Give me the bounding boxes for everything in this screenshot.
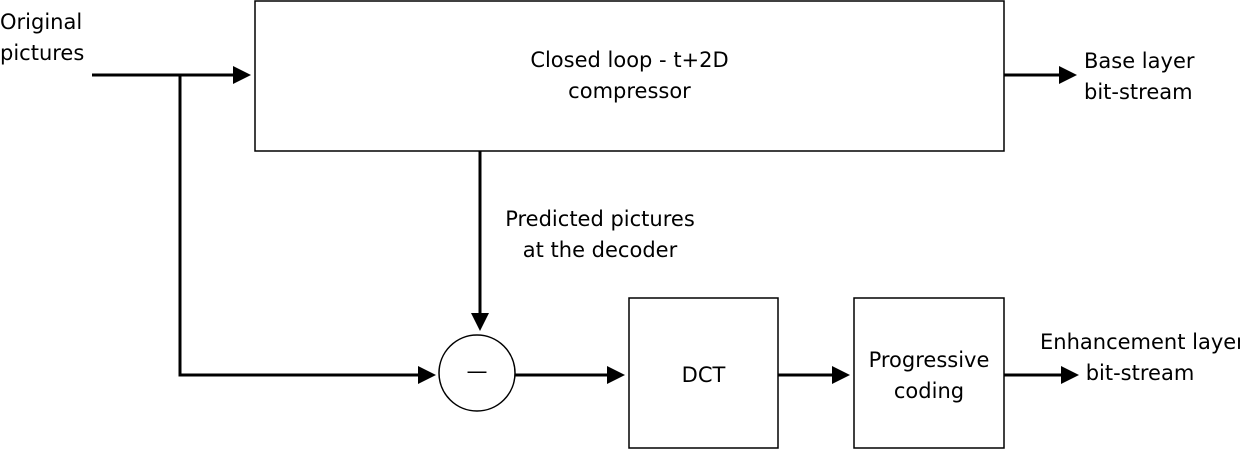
compressor-label: Closed loop - t+2D compressor — [530, 48, 729, 103]
subtractor-symbol: — — [466, 359, 488, 383]
original-pictures-label: Original pictures — [0, 10, 85, 65]
predicted-pictures-label: Predicted pictures at the decoder — [505, 207, 695, 262]
dct-label: DCT — [681, 363, 726, 387]
progressive-coding-block — [853, 297, 1005, 449]
compressor-block — [254, 0, 1005, 152]
progressive-coding-label: Progressive coding — [868, 348, 990, 403]
dct-block — [628, 297, 779, 449]
enhancement-layer-label: Enhancement layer bit-stream — [1040, 330, 1240, 385]
input-branch-to-subtractor-arrow — [178, 75, 436, 384]
subtractor-node — [438, 334, 516, 412]
base-layer-label: Base layer bit-stream — [1084, 49, 1195, 104]
